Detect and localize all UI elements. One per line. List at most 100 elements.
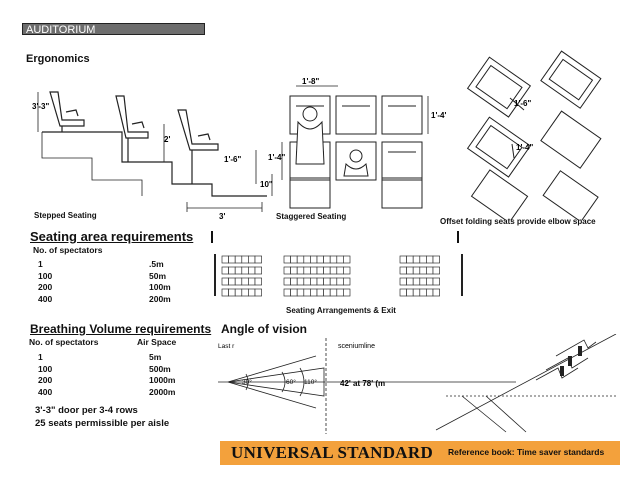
seat [406, 277, 414, 286]
seat [399, 288, 407, 297]
table-row: 200 100m [38, 282, 171, 294]
seat [303, 288, 311, 297]
seat [221, 266, 229, 275]
seat [343, 277, 351, 286]
seat [228, 277, 236, 286]
table-cell: 500m [149, 363, 171, 374]
seat [248, 266, 256, 275]
seat [432, 255, 440, 264]
seating-area-title: Seating area requirements [30, 229, 194, 244]
seat [432, 266, 440, 275]
seat [283, 255, 291, 264]
seat [290, 288, 298, 297]
seat [316, 255, 324, 264]
seat [432, 277, 440, 286]
staggered-seating-caption: Staggered Seating [276, 212, 347, 221]
vision-diagram: Last r sceniumline 30° 60° 110° 42' at 7… [218, 334, 617, 434]
table-cell: 100 [38, 270, 53, 281]
seat [221, 288, 229, 297]
seat [254, 266, 262, 275]
seating-arrangement-diagram [214, 254, 463, 297]
offset-seating-diagram: 1'-6" 1'-4" [466, 50, 602, 220]
seat [426, 266, 434, 275]
angle-30-label: 30° [242, 378, 252, 386]
seat [296, 255, 305, 264]
dim-label: 1'-8" [302, 78, 319, 86]
table-cell: 1 [38, 352, 43, 362]
breathing-title: Breathing Volume requirements [30, 322, 211, 336]
seat [248, 255, 256, 264]
table-cell: 100 [38, 363, 53, 374]
seat [310, 266, 318, 275]
divider [457, 231, 459, 243]
seat [254, 288, 262, 297]
seat [241, 255, 249, 264]
angle-60-label: 60° [286, 378, 296, 386]
table-row: 200 1000m [38, 375, 175, 387]
seat [296, 277, 305, 286]
section-header: AUDITORIUM [22, 23, 205, 36]
seat [254, 255, 262, 264]
table-header: Air Space [137, 337, 177, 347]
seat [310, 277, 318, 286]
breathing-title-rest: Volume requirements [86, 322, 212, 336]
seat [329, 266, 338, 275]
table-cell: 200m [149, 293, 171, 304]
dim-label: 1'-6" [514, 99, 531, 108]
aisle-note: 25 seats permissible per aisle [35, 418, 170, 429]
universal-standard-banner: UNIVERSAL STANDARD Reference book: Time … [220, 441, 620, 465]
seating-arrangement-caption: Seating Arrangements & Exit [286, 306, 396, 315]
universal-standard-title: UNIVERSAL STANDARD [231, 443, 434, 462]
seat [399, 277, 407, 286]
seat [426, 288, 434, 297]
seat [336, 288, 344, 297]
table-cell: 5m [149, 352, 162, 362]
distance-label: 42' at 78' (m [340, 379, 385, 388]
seat [303, 277, 311, 286]
table-header: No. of spectators [29, 337, 99, 347]
seat [406, 288, 414, 297]
table-cell: 2000m [149, 386, 176, 397]
breathing-col-headers: No. of spectators Air Space [29, 337, 176, 349]
seat [419, 277, 427, 286]
seat [419, 288, 427, 297]
seat [399, 255, 407, 264]
seat [234, 266, 243, 275]
seat [283, 266, 291, 275]
seat [290, 255, 298, 264]
seat [310, 255, 318, 264]
seat [296, 288, 305, 297]
seat [316, 288, 324, 297]
seat [254, 277, 262, 286]
table-cell: 100m [149, 282, 171, 292]
breathing-title-bold: Breathing [30, 322, 87, 336]
seat [221, 277, 229, 286]
table-cell: 200 [38, 282, 53, 292]
seat [310, 288, 318, 297]
seat [426, 255, 434, 264]
seat [323, 255, 331, 264]
divider [211, 231, 213, 243]
seat [406, 255, 414, 264]
seat [323, 288, 331, 297]
seating-area-col-header: No. of spectators [33, 245, 103, 255]
seat [228, 288, 236, 297]
table-cell: 200 [38, 375, 53, 385]
seat [241, 277, 249, 286]
seat [329, 277, 338, 286]
seat [290, 277, 298, 286]
seat [234, 288, 243, 297]
seat [336, 277, 344, 286]
seat [336, 266, 344, 275]
dim-label: 10" [260, 180, 273, 189]
dim-label: 1'-4" [516, 143, 533, 152]
seat [426, 277, 434, 286]
seat [296, 266, 305, 275]
dim-label: 3' [219, 212, 225, 221]
vision-title: Angle of vision [221, 322, 308, 336]
table-cell: 50m [149, 270, 167, 281]
seat [241, 266, 249, 275]
table-cell: 1000m [149, 375, 176, 385]
